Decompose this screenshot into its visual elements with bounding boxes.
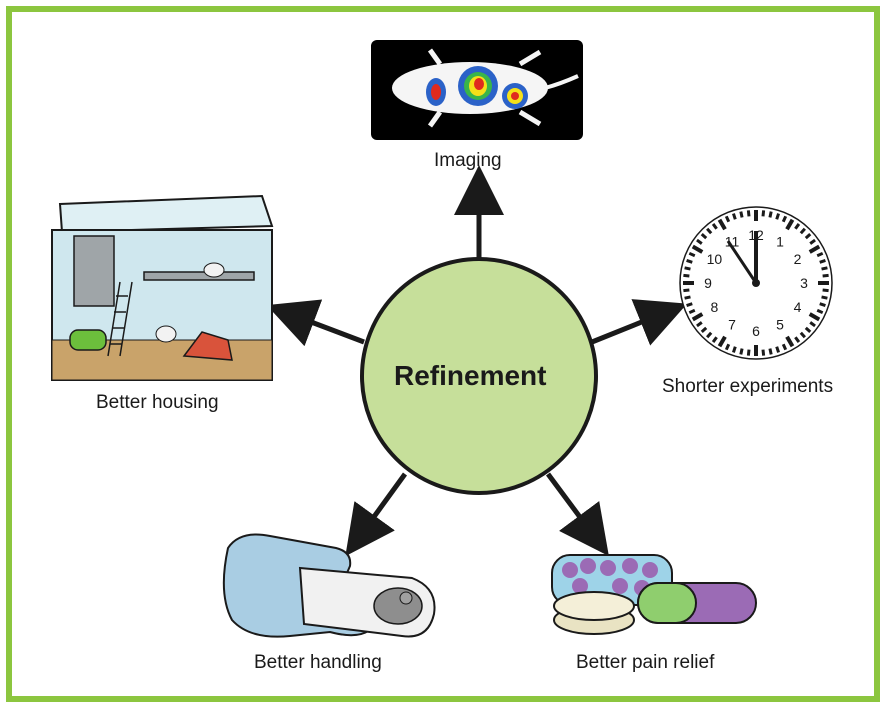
clock-tick	[700, 326, 708, 333]
clock-tick	[717, 335, 727, 348]
clock-tick	[816, 251, 824, 258]
clock-tick	[724, 215, 731, 223]
clock-tick	[785, 335, 795, 348]
clock-tick	[822, 273, 829, 278]
center-node-label: Refinement	[394, 360, 547, 391]
clock-tick	[799, 227, 806, 235]
clock-tick	[809, 238, 816, 245]
clock-tick	[819, 302, 826, 307]
clock-tick	[696, 321, 703, 328]
clock-tick	[794, 223, 801, 230]
clock-tick	[821, 266, 828, 271]
clock-number: 3	[800, 275, 808, 291]
clock-tick	[781, 215, 788, 223]
clock-tick	[686, 302, 693, 307]
center-node	[360, 257, 598, 495]
arrow-to-shorter-experiments	[591, 299, 688, 346]
clock-icon: 121234567891011	[679, 206, 833, 360]
clock-number: 6	[752, 323, 760, 339]
clock-tick	[746, 210, 751, 217]
clock-tick	[691, 244, 704, 254]
clock-tick	[711, 336, 718, 343]
cage-icon	[51, 194, 274, 381]
clock-tick	[684, 295, 691, 300]
clock-tick	[700, 233, 708, 240]
clock-number: 2	[794, 251, 802, 267]
imaging-label: Imaging	[434, 150, 502, 171]
clock-tick	[775, 346, 780, 353]
arrow-to-housing	[266, 299, 365, 347]
clock-tick	[696, 238, 703, 245]
clock-tick	[808, 244, 821, 254]
arrow-to-handling	[345, 472, 408, 557]
clock-tick	[808, 312, 821, 322]
clock-number: 1	[776, 233, 784, 249]
clock-tick	[816, 308, 824, 315]
clock-tick	[785, 218, 795, 231]
clock-tick	[683, 273, 690, 278]
clock-tick	[691, 312, 704, 322]
clock-tick	[706, 331, 713, 339]
clock-number: 4	[794, 299, 802, 315]
clock-tick	[684, 266, 691, 271]
clock-tick	[781, 343, 788, 351]
clock-number: 7	[728, 317, 736, 333]
arrow-to-pain-relief	[545, 472, 609, 557]
better-pain-relief-label: Better pain relief	[576, 652, 715, 673]
clock-tick	[819, 259, 826, 264]
clock-tick	[686, 259, 693, 264]
mouse-imaging-scan-icon	[371, 40, 583, 140]
clock-tick	[799, 331, 806, 339]
clock-tick	[683, 288, 690, 293]
clock-tick	[761, 210, 766, 217]
gloved-hand-tube-icon	[222, 533, 436, 638]
clock-tick	[688, 308, 696, 315]
clock-tick	[775, 213, 780, 220]
clock-tick	[717, 218, 727, 231]
clock-number: 11	[725, 233, 740, 249]
clock-tick	[768, 211, 773, 218]
clock-number: 8	[711, 299, 719, 315]
clock-number: 10	[707, 251, 723, 267]
clock-tick	[746, 349, 751, 356]
clock-number: 9	[704, 275, 712, 291]
clock-tick	[739, 211, 744, 218]
clock-tick	[804, 326, 812, 333]
shorter-experiments-label: Shorter experiments	[662, 376, 834, 397]
clock-tick	[732, 346, 737, 353]
better-handling-label: Better handling	[254, 652, 382, 673]
clock-tick	[794, 336, 801, 343]
clock-tick	[724, 343, 731, 351]
clock-tick	[688, 251, 696, 258]
clock-tick	[711, 223, 718, 230]
clock-tick	[706, 227, 713, 235]
pills-icon	[551, 554, 757, 635]
clock-tick	[821, 295, 828, 300]
better-housing-label: Better housing	[96, 392, 219, 413]
clock-tick	[761, 349, 766, 356]
arrows	[266, 165, 688, 557]
clock-number: 5	[776, 317, 784, 333]
clock-tick	[732, 213, 737, 220]
clock-tick	[768, 348, 773, 355]
clock-tick	[804, 233, 812, 240]
clock-tick	[809, 321, 816, 328]
clock-tick	[739, 348, 744, 355]
clock-tick	[822, 288, 829, 293]
